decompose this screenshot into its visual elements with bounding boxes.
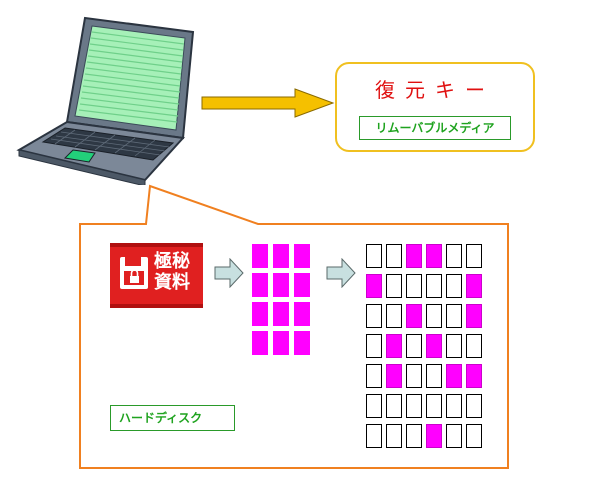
encrypted-block xyxy=(294,302,310,326)
empty-sector xyxy=(366,394,382,418)
encrypted-sector xyxy=(406,244,422,268)
empty-sector xyxy=(446,304,462,328)
empty-sector xyxy=(366,364,382,388)
encrypted-block xyxy=(294,244,310,268)
encrypted-block xyxy=(252,302,268,326)
empty-sector xyxy=(466,334,482,358)
encrypted-sector xyxy=(466,364,482,388)
laptop-icon xyxy=(16,16,195,185)
empty-sector xyxy=(366,424,382,448)
encrypted-block xyxy=(252,331,268,355)
empty-sector xyxy=(406,364,422,388)
arrow-right-icon xyxy=(201,88,335,118)
encrypted-sector xyxy=(406,304,422,328)
encrypted-block xyxy=(252,244,268,268)
secret-document-icon: 極秘 資料 xyxy=(110,243,203,308)
empty-sector xyxy=(406,424,422,448)
encrypted-sector xyxy=(446,364,462,388)
recovery-key-title: 復元キー xyxy=(375,78,495,102)
empty-sector xyxy=(446,424,462,448)
empty-sector xyxy=(466,244,482,268)
recovery-key-box: 復元キー リムーバブルメディア xyxy=(335,62,535,152)
empty-sector xyxy=(446,394,462,418)
empty-sector xyxy=(466,394,482,418)
empty-sector xyxy=(366,244,382,268)
empty-sector xyxy=(406,274,422,298)
encrypted-sector xyxy=(426,244,442,268)
encrypted-block xyxy=(273,331,289,355)
encrypted-block xyxy=(252,273,268,297)
empty-sector xyxy=(446,334,462,358)
empty-sector xyxy=(446,244,462,268)
encrypted-block xyxy=(294,273,310,297)
empty-sector xyxy=(466,424,482,448)
encrypted-block xyxy=(273,273,289,297)
empty-sector xyxy=(366,334,382,358)
empty-sector xyxy=(386,274,402,298)
empty-sector xyxy=(386,394,402,418)
empty-sector xyxy=(426,304,442,328)
empty-sector xyxy=(366,304,382,328)
empty-sector xyxy=(406,394,422,418)
empty-sector xyxy=(426,364,442,388)
empty-sector xyxy=(386,424,402,448)
encrypted-sector xyxy=(426,424,442,448)
arrow-right-icon xyxy=(214,258,244,288)
secret-doc-line2: 資料 xyxy=(154,272,190,293)
encrypted-block xyxy=(273,302,289,326)
encrypted-sector xyxy=(386,334,402,358)
encrypted-sector xyxy=(426,334,442,358)
encrypted-sector xyxy=(466,274,482,298)
arrow-right-icon xyxy=(326,258,356,288)
encrypted-block xyxy=(294,331,310,355)
empty-sector xyxy=(386,244,402,268)
hard-disk-label: ハードディスク xyxy=(110,405,235,431)
encrypted-sector xyxy=(386,364,402,388)
empty-sector xyxy=(426,394,442,418)
encrypted-blocks-grid xyxy=(252,244,310,355)
empty-sector xyxy=(446,274,462,298)
encrypted-block xyxy=(273,244,289,268)
hard-disk-sector-grid xyxy=(366,244,482,448)
empty-sector xyxy=(406,334,422,358)
removable-media-label: リムーバブルメディア xyxy=(359,116,511,140)
encrypted-sector xyxy=(366,274,382,298)
secret-doc-line1: 極秘 xyxy=(154,251,190,272)
empty-sector xyxy=(426,274,442,298)
encrypted-sector xyxy=(466,304,482,328)
empty-sector xyxy=(386,304,402,328)
